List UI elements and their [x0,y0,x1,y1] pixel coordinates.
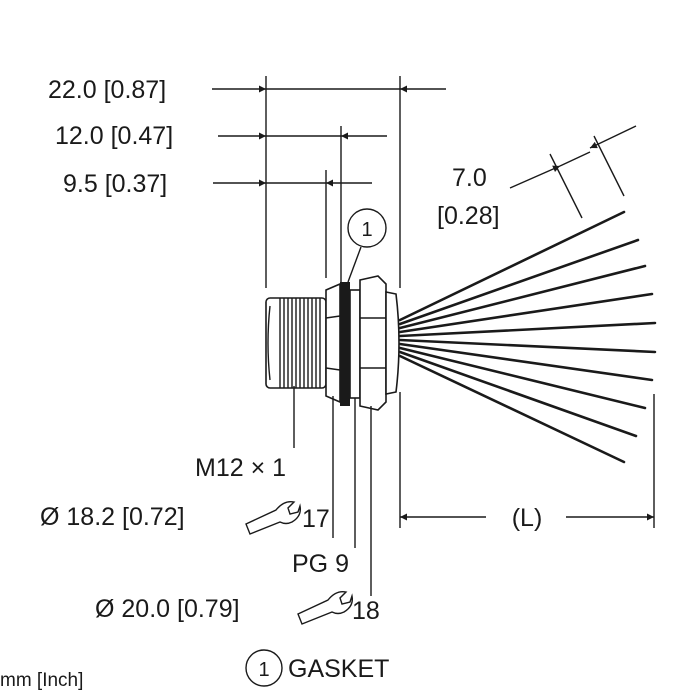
legend-gasket-label: GASKET [288,655,389,683]
legend-gasket-number: 1 [258,659,269,681]
arrowhead-icon [589,125,637,149]
dim-overall-length-label: 22.0 [0.87] [48,76,166,104]
wrench-icon [245,500,302,535]
callout-nut-wrench-size: 18 [352,597,380,625]
callout-panel-thread: PG 9 [292,550,349,578]
callout-hex-diameter: Ø 18.2 [0.72] [40,503,185,531]
dim-flange-length: 9.5 [0.37] [63,170,372,198]
gasket-callout-number: 1 [361,219,372,241]
dim-strip-length: 7.0 [0.28] [437,125,637,230]
connector-body [265,275,400,411]
units-note: mm [Inch] [0,670,83,691]
dim-strip-length-mm: 7.0 [452,164,487,192]
dim-thread-length-label: 12.0 [0.47] [55,122,173,150]
callout-hex: Ø 18.2 [0.72] 17 [40,500,330,535]
callout-thread-label: M12 × 1 [195,454,286,482]
arrowhead-icon [509,165,561,189]
dim-strip-length-in: [0.28] [437,202,500,230]
dim-cable-length: (L) [399,392,655,532]
callout-nut: Ø 20.0 [0.79] 18 [95,590,380,625]
callout-hex-wrench-size: 17 [302,505,330,533]
callout-panel-thread-label: PG 9 [292,550,349,578]
wrench-icon [297,590,354,625]
dim-cable-length-label: (L) [512,504,543,532]
cable-wires [398,210,657,464]
thread-lines [267,298,321,388]
dim-thread-length: 12.0 [0.47] [55,122,387,150]
legend-gasket: 1 GASKET [245,649,389,687]
dim-flange-length-label: 9.5 [0.37] [63,170,167,198]
callout-thread: M12 × 1 [195,454,286,482]
gasket-callout: 1 [347,208,387,283]
callout-nut-diameter: Ø 20.0 [0.79] [95,595,240,623]
dim-overall-length: 22.0 [0.87] [48,76,446,104]
